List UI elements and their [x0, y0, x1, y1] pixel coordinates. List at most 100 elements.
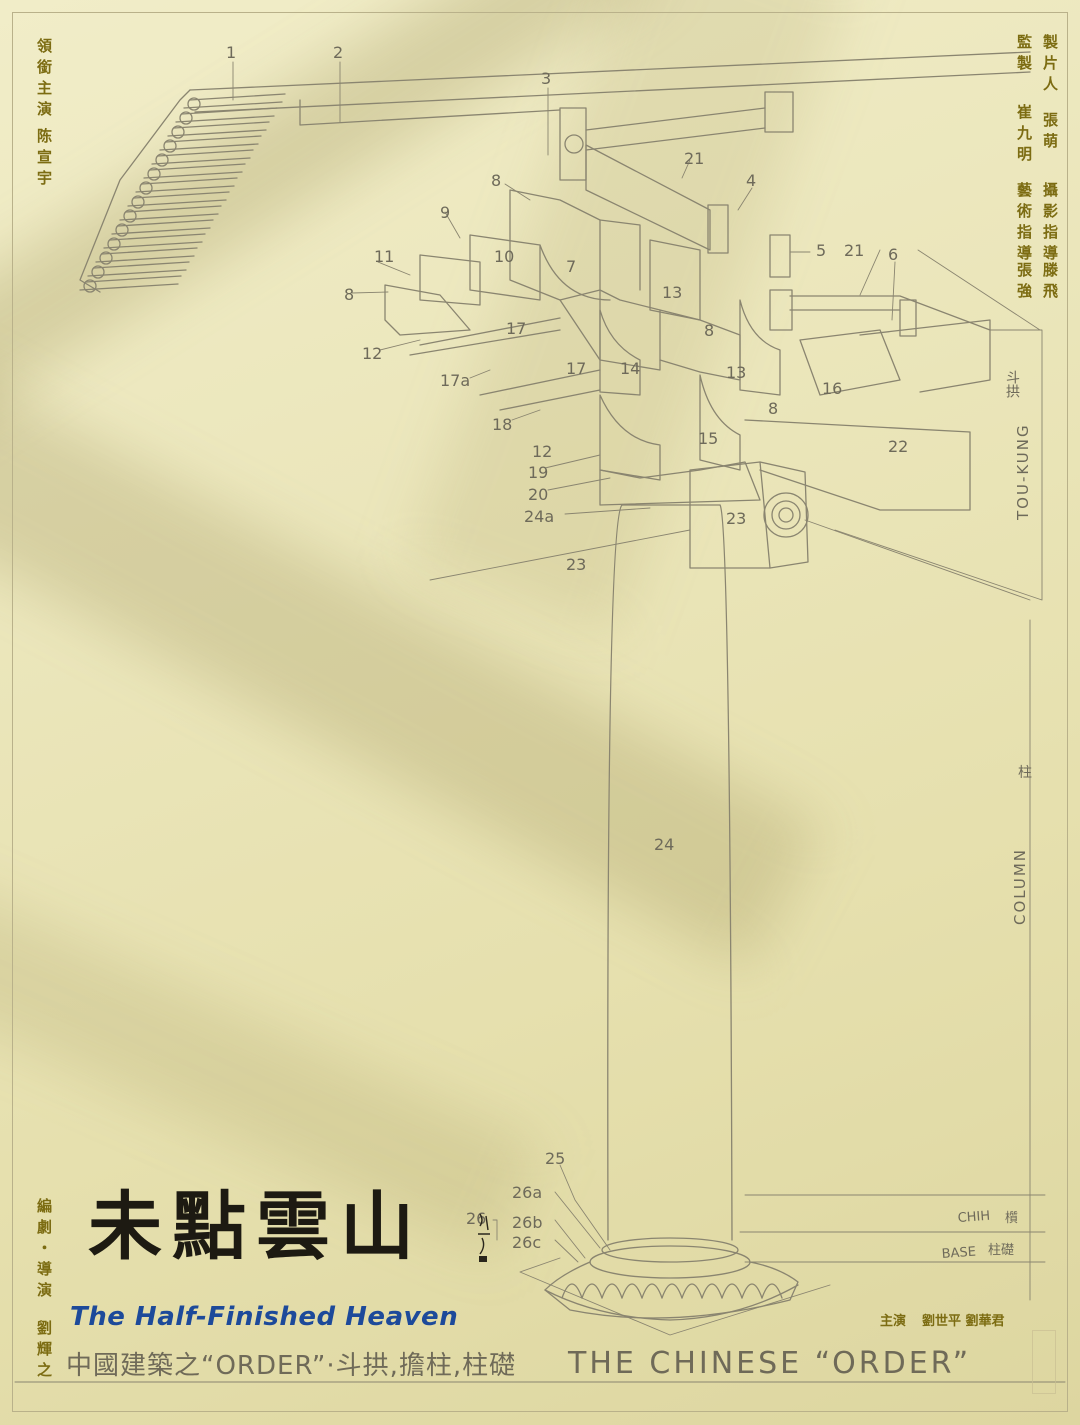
part-label: 26a [512, 1183, 542, 1202]
part-label: 24a [524, 507, 554, 526]
lotus-petal [581, 1283, 603, 1299]
title-english: The Half-Finished Heaven [70, 1302, 459, 1332]
part-label: 6 [888, 245, 898, 264]
cinematographer-name: 滕飛 [1041, 262, 1059, 304]
part-label: 25 [545, 1149, 565, 1168]
lotus-petal [681, 1283, 703, 1299]
part-label: 10 [494, 247, 514, 266]
part-label: 8 [344, 285, 354, 304]
artist-seal-mark [478, 1213, 490, 1262]
corner-stamp [1032, 1330, 1056, 1394]
part-label: 8 [491, 171, 501, 190]
rafter-end [83, 279, 97, 293]
lotus-petal [661, 1283, 683, 1299]
tou-kung-label: TOU-KUNG [1014, 423, 1032, 521]
rafter [135, 177, 238, 193]
art-director-name: 張強 [1015, 262, 1033, 304]
title-chinese: 未點雲山 [88, 1184, 424, 1270]
part-label: 16 [822, 379, 842, 398]
part-label: 13 [662, 283, 682, 302]
rafter-end [147, 167, 161, 181]
part-label: 12 [362, 344, 382, 363]
part-label: 19 [528, 463, 548, 482]
column-cn-label: 柱 [1018, 765, 1032, 781]
rafter [127, 191, 230, 207]
part-label: 3 [541, 69, 551, 88]
subtitle-chinese: 中國建築之“ORDER”·斗拱,擔柱,柱礎 [66, 1351, 517, 1381]
lead-actor-name: 陈宣宇 [35, 128, 53, 191]
art-director-role: 藝術指導 [1015, 182, 1033, 266]
lotus-petal [761, 1283, 783, 1299]
part-label: 26b [512, 1213, 543, 1232]
rafter-end [99, 251, 113, 265]
rafter [95, 247, 198, 263]
part-label: 21 [684, 149, 704, 168]
part-label: 17 [566, 359, 586, 378]
chih-cn-label: 櫍 [1005, 1211, 1018, 1226]
rafter [79, 275, 182, 291]
part-label: 20 [528, 485, 548, 504]
cinematographer-role: 攝影指導 [1041, 182, 1059, 266]
lotus-petal [741, 1283, 763, 1299]
part-label: 15 [698, 429, 718, 448]
rafter-end [163, 139, 177, 153]
part-label: 21 [844, 241, 864, 260]
writer-director-role: 編劇・導演 [35, 1198, 53, 1303]
part-label: 7 [566, 257, 576, 276]
part-label: 11 [374, 247, 394, 266]
rafter [143, 163, 246, 179]
lotus-petal [601, 1283, 623, 1299]
starring-role: 主演 [880, 1314, 907, 1329]
rafter-end [139, 181, 153, 195]
part-label: 23 [566, 555, 586, 574]
part-label: 9 [440, 203, 450, 222]
rafter-end [91, 265, 105, 279]
part-label: 8 [704, 321, 714, 340]
part-label: 22 [888, 437, 908, 456]
rafter [103, 233, 206, 249]
lotus-petals [561, 1283, 783, 1299]
rafter-end [155, 153, 169, 167]
part-label: 14 [620, 359, 640, 378]
rafter [119, 205, 222, 221]
producer-role: 製片人 [1041, 34, 1059, 97]
rafter-end [131, 195, 145, 209]
rafter-end [123, 209, 137, 223]
lotus-petal [621, 1283, 643, 1299]
part-label: 18 [492, 415, 512, 434]
part-label: 4 [746, 171, 756, 190]
rafter-end [115, 223, 129, 237]
starring-names: 劉世平 劉華君 [922, 1314, 1005, 1329]
rafter [87, 261, 190, 277]
subtitle-english: THE CHINESE “ORDER” [568, 1346, 972, 1381]
executive-producer-role: 監製 [1015, 34, 1033, 76]
rafter [183, 93, 286, 109]
rafter-end [187, 97, 201, 111]
rafter [159, 135, 262, 151]
part-label: 17 [506, 319, 526, 338]
base-cn-label: 柱礎 [988, 1243, 1014, 1258]
chih-label: CHIH [957, 1209, 990, 1226]
part-label: 24 [654, 835, 674, 854]
tou-kung-cn-label: 斗拱 [1004, 370, 1020, 399]
lotus-petal [721, 1283, 743, 1299]
lead-actor-role: 領銜主演 [35, 38, 53, 122]
roof-rafters [79, 93, 286, 293]
part-label: 2 [333, 43, 343, 62]
part-label: 1 [226, 43, 236, 62]
rafter [151, 149, 254, 165]
drawing-frame [12, 12, 1068, 1412]
column-label: COLUMN [1011, 848, 1029, 925]
writer-director-name: 劉輝之 [35, 1320, 53, 1383]
producer-name: 張萌 [1041, 112, 1059, 154]
rafter-end [107, 237, 121, 251]
part-label: 5 [816, 241, 826, 260]
lotus-petal [641, 1283, 663, 1299]
part-label: 23 [726, 509, 746, 528]
part-label: 26c [512, 1233, 541, 1252]
part-label: 17a [440, 371, 470, 390]
executive-producer-name: 崔九明 [1015, 104, 1033, 167]
rafter [111, 219, 214, 235]
